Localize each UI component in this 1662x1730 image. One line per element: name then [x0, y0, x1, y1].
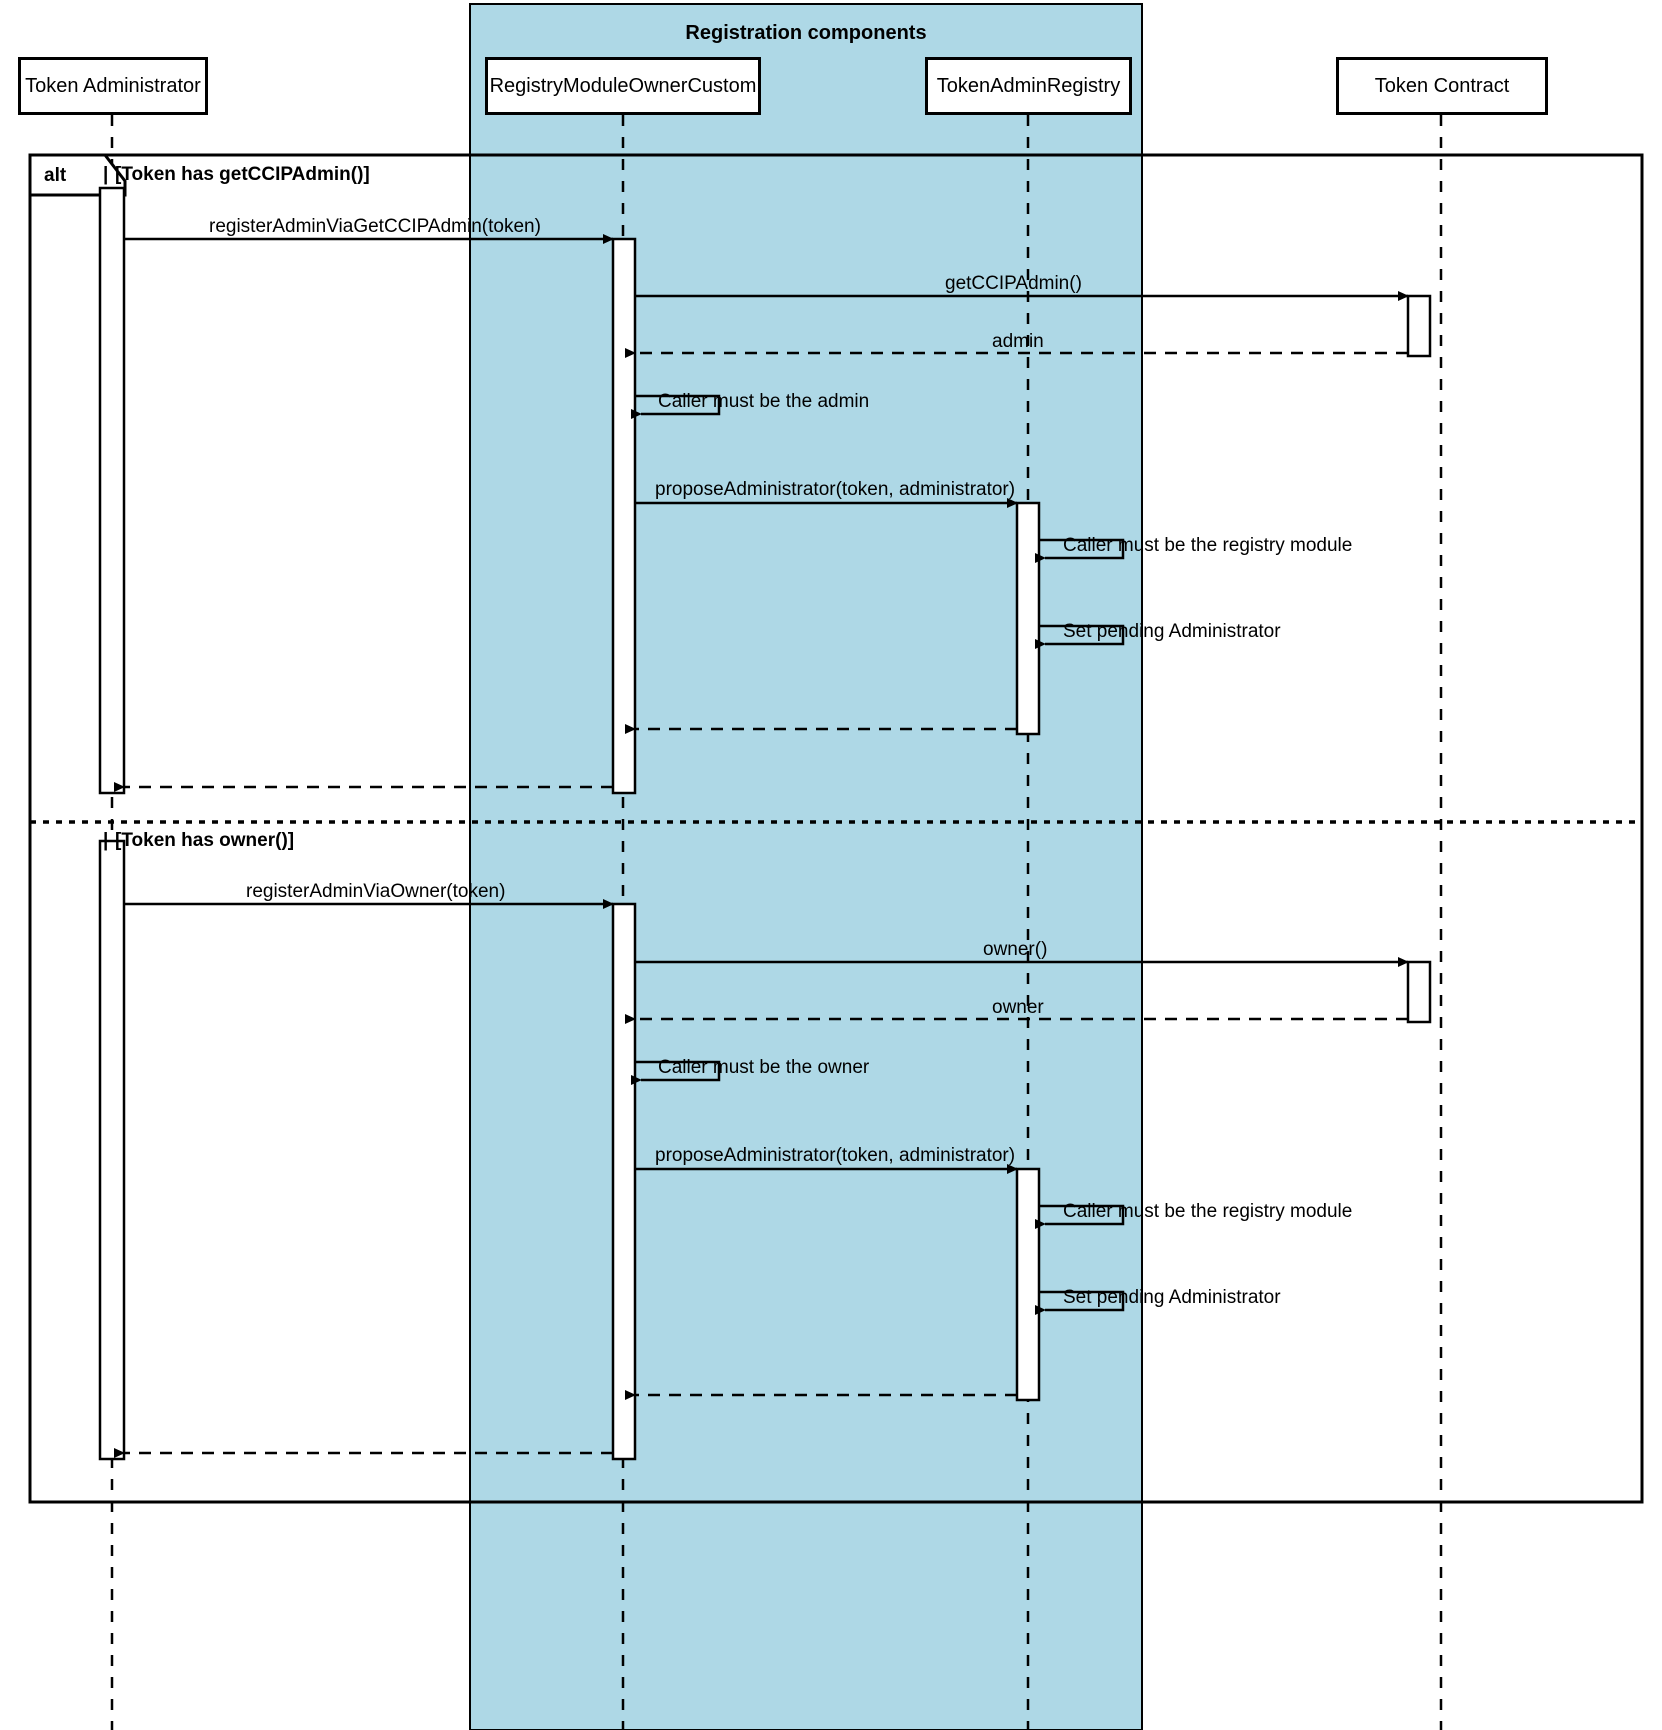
message-15-label: Caller must be the registry module	[1063, 1201, 1353, 1222]
activation-bar-tokenadminregistry-7	[1015, 1167, 1041, 1402]
message-14-label: proposeAdministrator(token, administrato…	[655, 1145, 1016, 1166]
message-11-label: owner()	[983, 939, 1048, 960]
message-1-label: registerAdminViaGetCCIPAdmin(token)	[209, 216, 541, 237]
group-title: Registration components	[685, 22, 927, 44]
participant-label: Token Administrator	[25, 74, 201, 97]
activation-bar-tokenadminregistry-3	[1015, 501, 1041, 736]
message-13-self-arrow	[631, 1060, 721, 1085]
activation-bar-token-administrator-4	[98, 839, 126, 1461]
message-6-self-arrow	[1035, 538, 1125, 563]
message-4-self-arrow	[631, 394, 721, 419]
guard-label-1: [Token has owner()]	[115, 830, 295, 851]
activation-bar-token-administrator-0	[98, 186, 126, 795]
guard-bar-1: |	[103, 830, 109, 851]
message-7-self-arrow	[1035, 624, 1125, 649]
participant-label: TokenAdminRegistry	[936, 74, 1121, 97]
participant-label: Token Contract	[1374, 74, 1510, 97]
participant-token-contract[interactable]: Token Contract	[1336, 57, 1548, 115]
message-10-label: registerAdminViaOwner(token)	[246, 881, 506, 902]
activation-bar-registrymoduleownercustom-5	[611, 902, 637, 1461]
activation-bar-token-contract-6	[1406, 960, 1432, 1024]
message-16-label: Set pending Administrator	[1063, 1287, 1281, 1308]
alt-fragment-frame	[28, 153, 1644, 1504]
message-7-label: Set pending Administrator	[1063, 621, 1281, 642]
activation-bar-token-contract-2	[1406, 294, 1432, 358]
participant-label: RegistryModuleOwnerCustom	[489, 74, 757, 97]
participant-token-administrator[interactable]: Token Administrator	[18, 57, 208, 115]
message-6-label: Caller must be the registry module	[1063, 535, 1353, 556]
message-5-label: proposeAdministrator(token, administrato…	[655, 479, 1016, 500]
alt-operator-label: alt	[44, 165, 67, 186]
activation-bar-registrymoduleownercustom-1	[611, 237, 637, 795]
message-13-label: Caller must be the owner	[658, 1057, 870, 1078]
guard-bar-0: |	[103, 164, 109, 185]
message-2-label: getCCIPAdmin()	[945, 273, 1082, 294]
message-12-label: owner	[992, 997, 1044, 1018]
message-3-label: admin	[992, 331, 1044, 352]
message-15-self-arrow	[1035, 1204, 1125, 1229]
participant-tokenadminregistry[interactable]: TokenAdminRegistry	[925, 57, 1132, 115]
message-16-self-arrow	[1035, 1290, 1125, 1315]
group-box-registration-components	[469, 3, 1143, 1730]
message-4-label: Caller must be the admin	[658, 391, 870, 412]
participant-registrymoduleownercustom[interactable]: RegistryModuleOwnerCustom	[485, 57, 761, 115]
guard-label-0: [Token has getCCIPAdmin()]	[115, 164, 370, 185]
